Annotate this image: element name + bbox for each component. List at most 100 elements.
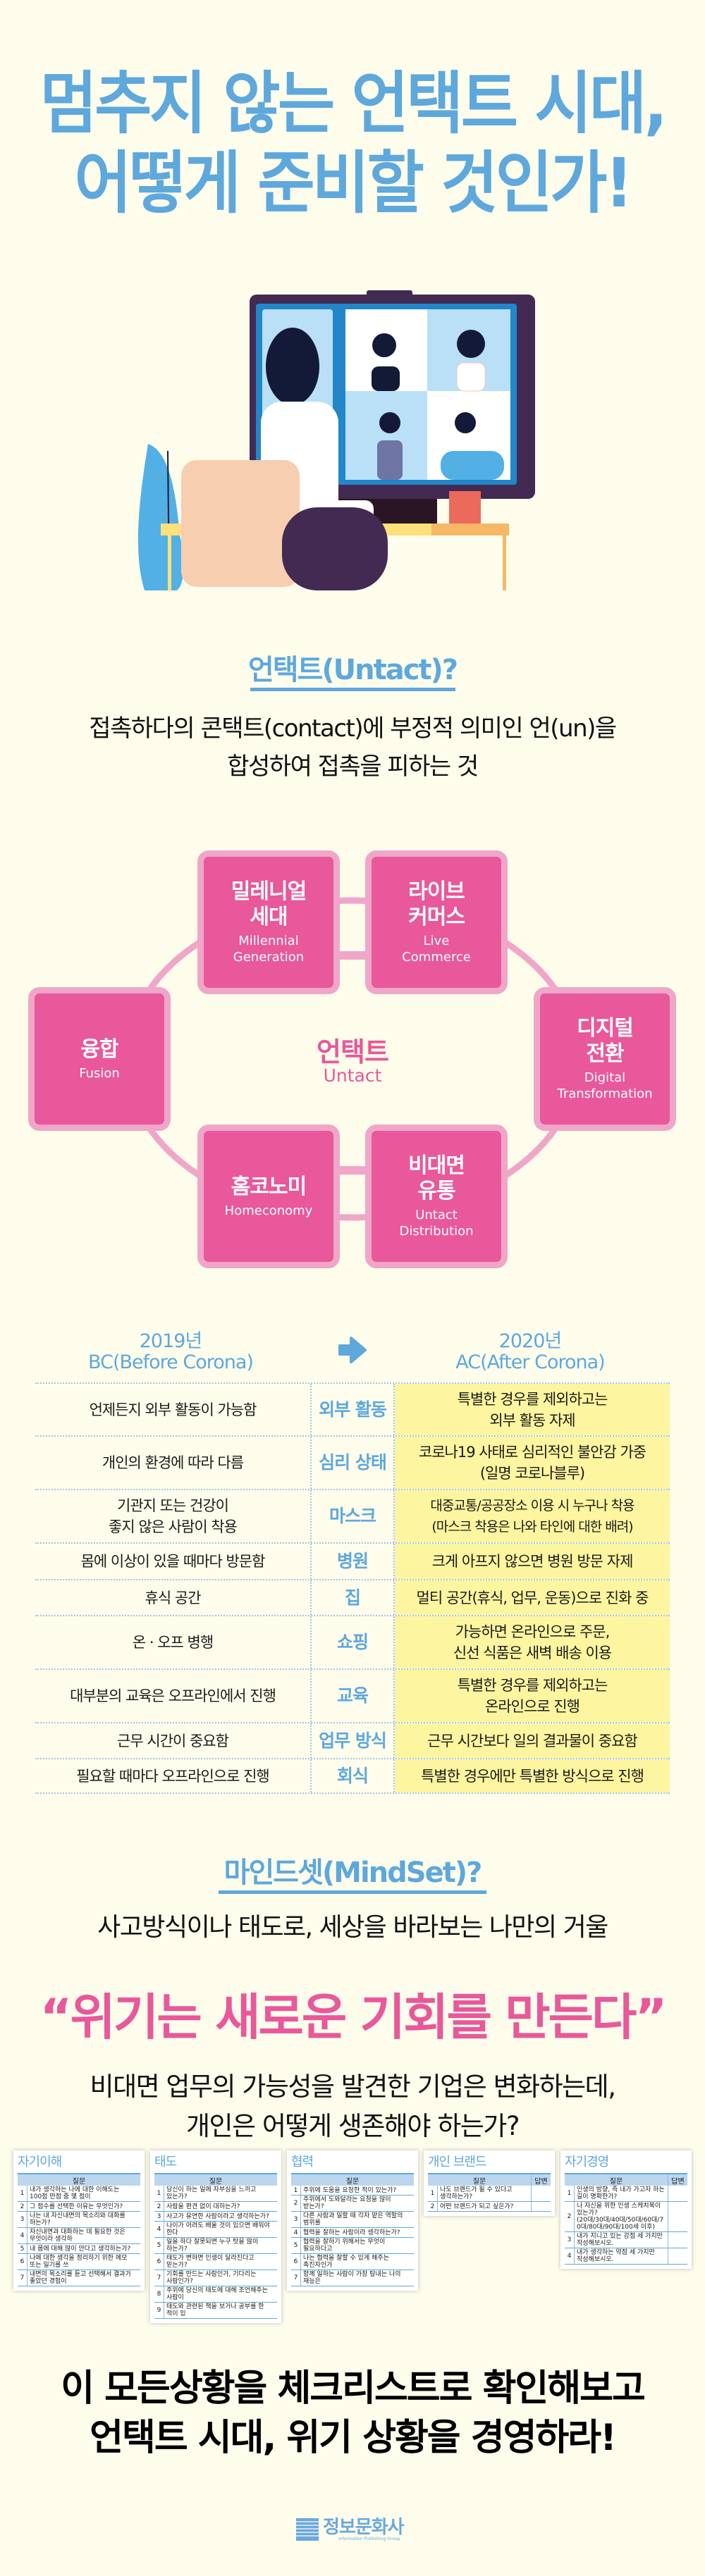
after-label: AC(After Corona) [455,1351,605,1373]
answer-cell[interactable] [668,2202,687,2231]
before-cell: 기관지 또는 건강이 좋지 않은 사람이 착용 [109,1497,238,1535]
row-question: 기회를 만드는 사람인가, 기다리는 사람인가? [166,2271,257,2285]
node-untact-distribution: 비대면 유통 Untact Distribution [365,1125,508,1268]
diagram-center-subtitle: Untact [323,1065,382,1086]
row-number: 1 [428,2186,438,2201]
logo-tagline: Information Publishing Group [338,2537,400,2541]
after-year: 2020년 [498,1330,563,1352]
before-cell: 대부분의 교육은 오프라인에서 진행 [70,1688,276,1704]
category-cell: 쇼핑 [310,1616,395,1668]
row-question: 내 몸에 대해 많이 안다고 생각하는가? [30,2245,131,2253]
after-cell: 크게 아프지 않으면 병원 방문 자제 [395,1544,670,1579]
row-number: 2 [428,2202,438,2211]
question-line2: 개인은 어떻게 생존해야 하는가? [186,2111,520,2141]
row-question: 태도와 관련된 책을 보거나 공부를 한 적이 있 [166,2303,264,2317]
row-number: 3 [291,2212,301,2227]
row-number: 2 [18,2202,27,2211]
node-live-commerce: 라이브 커머스 Live Commerce [365,850,508,994]
header-question: 질문 [609,2177,623,2186]
before-year: 2019년 [139,1330,203,1352]
before-cell: 언제든지 외부 활동이 가능함 [89,1401,257,1418]
row-question: 일을 하다 잘못되면 누구 탓을 많이 하는가? [166,2238,259,2253]
chair [181,460,388,590]
row-question: 사람을 편견 없이 대하는가? [166,2203,240,2210]
header-question: 질문 [345,2177,360,2186]
after-cell: 특별한 경우를 제외하고는 외부 활동 자제 [395,1384,670,1435]
connector-top [331,951,374,960]
node-digital-transformation: 디지털 전환 Digital Transformation [534,987,676,1131]
mindset-desc: 사고방식이나 태도로, 세상을 바라보는 나만의 거울 [97,1913,608,1942]
row-question: 당신이 하는 일에 자부심을 느끼고 있는가? [166,2186,257,2200]
row-question: 내가 생각하는 나에 대한 이해도는 100점 만점 중 몇 점이 [30,2186,120,2200]
row-question: 내가 생각하는 약점 세 가지만 작성해보시오. [577,2249,655,2263]
header-question: 질문 [472,2177,486,2186]
node-subtitle: Untact Distribution [399,1208,474,1239]
after-cell: 특별한 경우를 제외하고는 온라인으로 진행 [395,1670,670,1722]
row-question: 나는 내 자신내면의 목소리와 대화를 하는가? [30,2212,125,2227]
publisher-logo: 정보문화사 Information Publishing Group [296,2518,405,2542]
category-cell: 외부 활동 [310,1384,395,1435]
before-cell: 휴식 공간 [145,1589,202,1606]
row-question: 태도가 변하면 인생이 달라진다고 믿는가? [166,2255,255,2269]
node-subtitle: Digital Transformation [557,1070,653,1101]
answer-cell[interactable] [531,2202,551,2211]
untact-heading-underline [250,688,455,691]
checklist-title: 협력 [291,2155,314,2169]
mindset-heading-underline [219,1890,486,1894]
answer-cell[interactable] [668,2186,687,2201]
node-subtitle: Live Commerce [402,934,471,965]
video-conference-illustration [137,290,535,591]
row-number: 1 [154,2186,164,2201]
row-question: 나이가 어려도 배울 것이 있으면 배워야 한다 [166,2222,270,2236]
closing-line1: 이 모든상황을 체크리스트로 확인해보고 [61,2367,646,2410]
answer-cell[interactable] [668,2232,687,2248]
checklist-title: 자기이해 [18,2155,62,2169]
mindset-heading: 마인드셋(MindSet)? [223,1857,483,1889]
node-subtitle: Fusion [79,1065,120,1081]
connector-bottom [331,1166,374,1175]
answer-cell[interactable] [668,2248,687,2264]
row-question: 다른 사람과 일할 때 각자 맡은 역할의 범위를 [303,2212,403,2227]
node-title: 밀레니얼 세대 [231,879,307,929]
row-number: 3 [565,2232,575,2248]
row-number: 1 [18,2186,27,2201]
after-cell: 멀티 공간(휴식, 업무, 운동)으로 진화 중 [395,1580,670,1615]
row-number: 5 [18,2244,27,2253]
category-cell: 업무 방식 [310,1723,395,1758]
participants [372,330,504,480]
row-question: 나도 브랜드가 될 수 있다고 생각하는가? [440,2186,513,2200]
row-number: 7 [291,2270,301,2286]
row-number: 4 [18,2228,27,2243]
row-question: 나 자신을 위한 인생 스케치북이 있는가? (20대/30대/40대/50대/… [577,2203,664,2231]
row-question: 주위에서 도와달라는 요청을 많이 받는가? [303,2196,391,2210]
row-question: 그 점수를 선택한 이유는 무엇인가? [30,2203,123,2210]
answer-cell[interactable] [531,2186,551,2201]
before-label: BC(Before Corona) [88,1351,254,1373]
row-question: 나에 대한 생각을 정리하기 위한 메모 또는 일기를 쓰 [30,2255,128,2269]
category-cell: 집 [310,1580,395,1615]
row-number: 8 [154,2286,164,2302]
category-cell: 교육 [310,1670,395,1722]
after-cell: 대중교통/공공장소 이용 시 누구나 착용 (마스크 착용은 나와 타인에 대한… [395,1490,670,1542]
mug [449,491,481,524]
closing-line2: 언택트 시대, 위기 상황을 경영하라! [90,2417,617,2459]
